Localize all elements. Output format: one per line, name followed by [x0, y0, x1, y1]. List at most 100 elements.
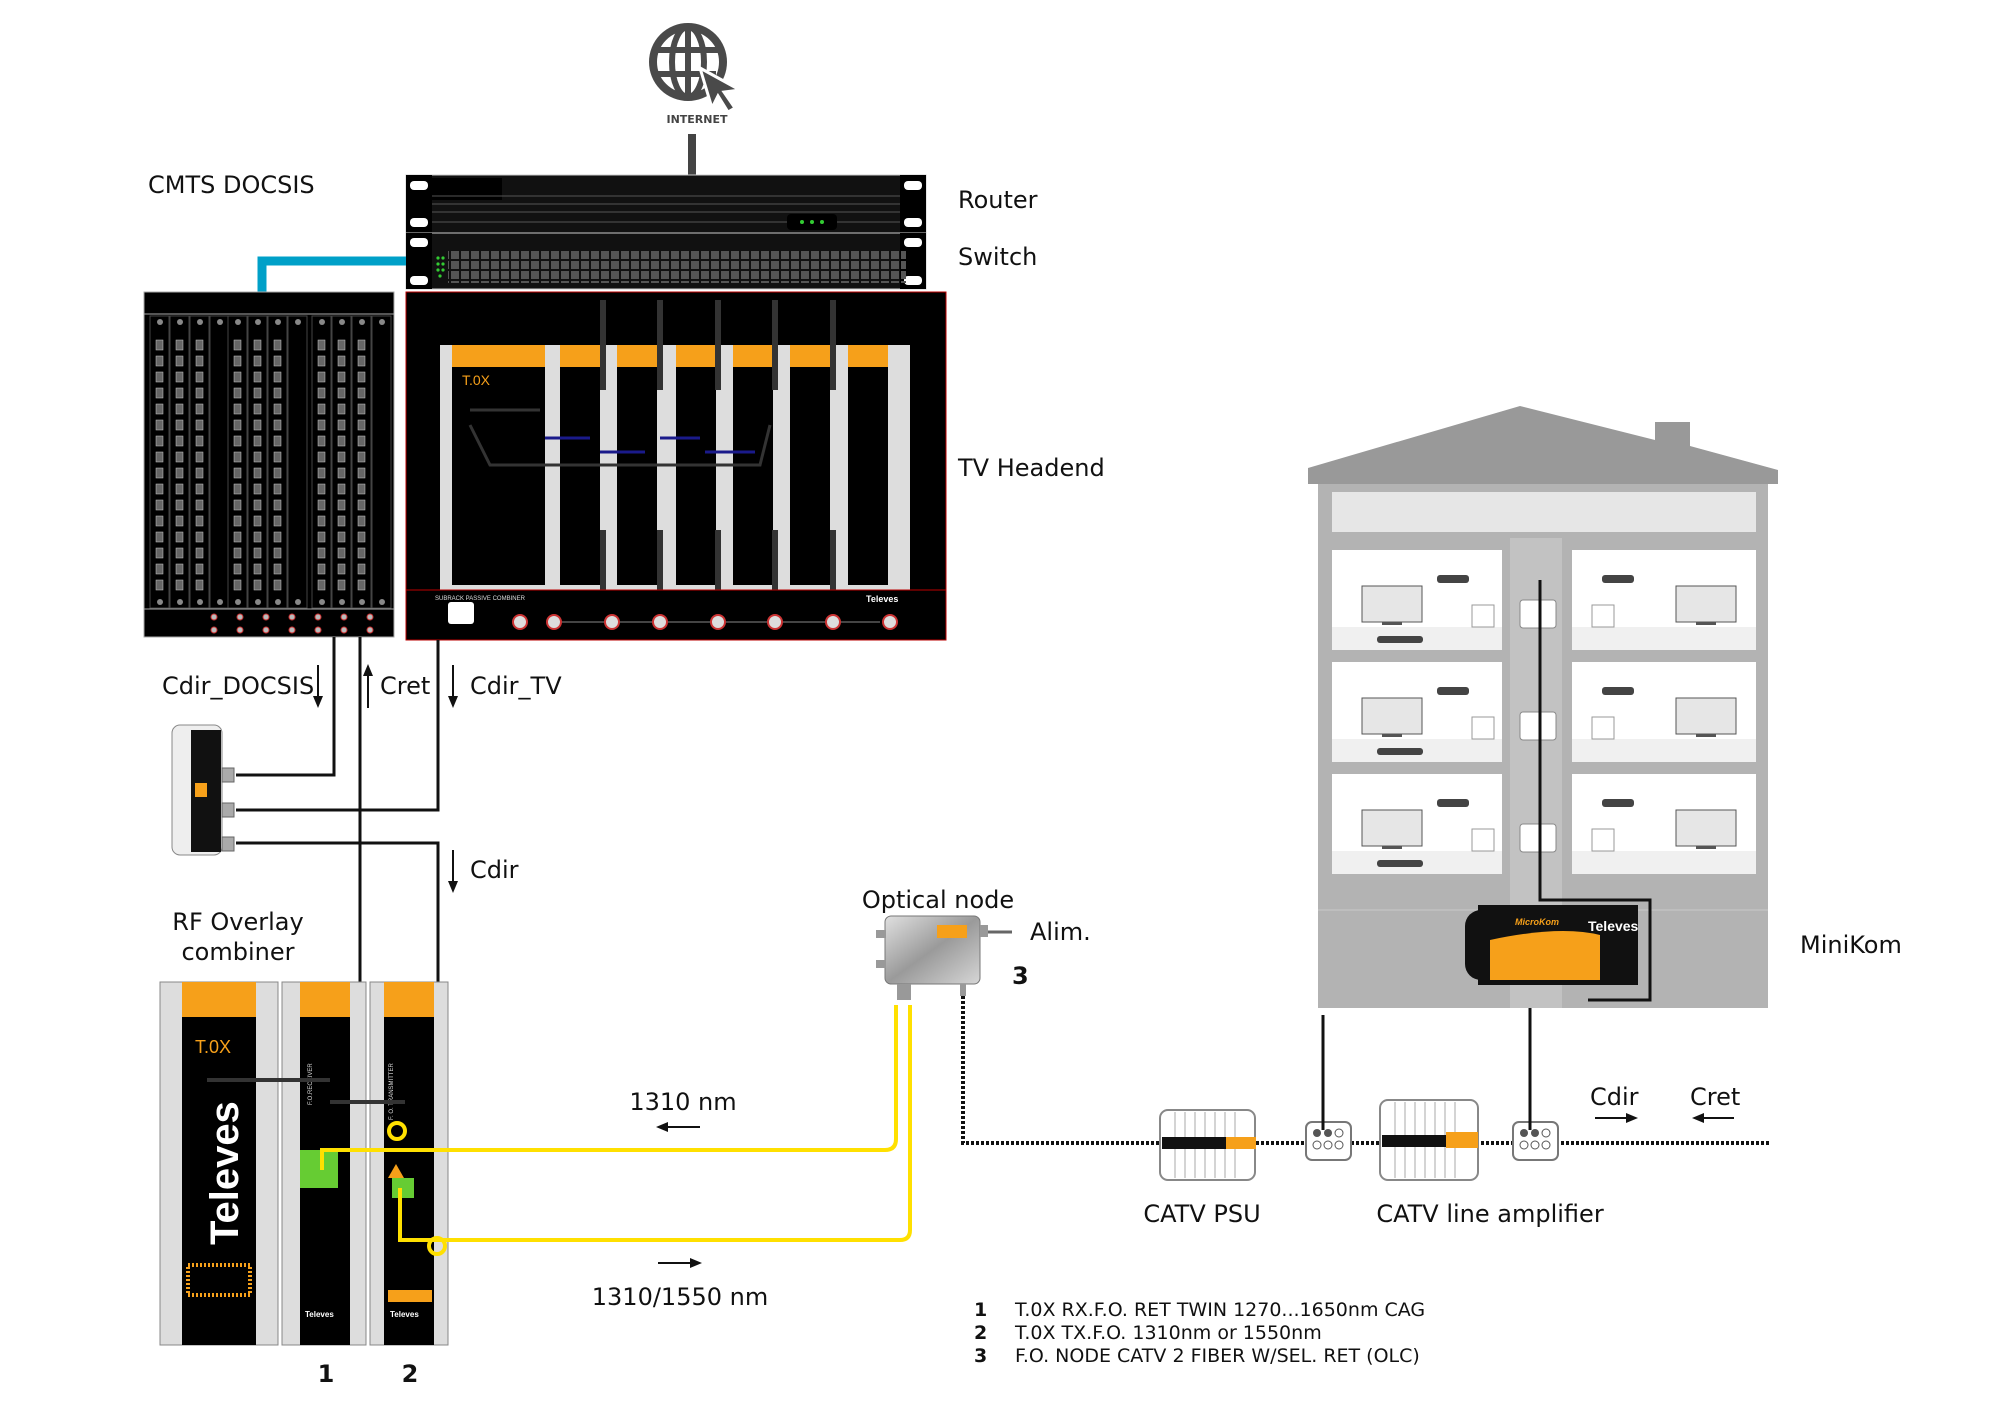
cmts-port: [195, 563, 204, 575]
cursor-icon: [697, 64, 745, 115]
cmts-port: [233, 339, 242, 351]
cmts-rf-port: [288, 626, 296, 634]
cmts-port: [233, 515, 242, 527]
tx-fiber-connector: [392, 1178, 414, 1198]
cmts-port: [337, 515, 346, 527]
cmts-port: [195, 483, 204, 495]
cmts-port: [273, 483, 282, 495]
catv-line-amplifier-device: [1379, 1099, 1479, 1181]
router-icon: [1602, 575, 1634, 583]
cmts-port: [195, 515, 204, 527]
cmts-port: [253, 547, 262, 559]
tv-headend-label: TV Headend: [957, 454, 1105, 482]
combiner-port: [710, 614, 726, 630]
cmts-label: CMTS DOCSIS: [148, 171, 315, 199]
cmts-port: [357, 339, 366, 351]
cmts-port: [317, 547, 326, 559]
cmts-port: [273, 579, 282, 591]
fiber-cables: [320, 1005, 912, 1256]
cmts-port: [357, 419, 366, 431]
cmts-port: [175, 467, 184, 479]
cmts-port: [273, 451, 282, 463]
cmts-port: [253, 419, 262, 431]
cmts-port: [155, 547, 164, 559]
router-device: [405, 174, 927, 234]
cmts-port: [357, 515, 366, 527]
microkom-brand: MicroKom: [1515, 917, 1559, 927]
cmts-port: [337, 339, 346, 351]
cmts-port: [337, 547, 346, 559]
cmts-rf-port: [366, 613, 374, 621]
rx-fiber-connector: [300, 1150, 338, 1188]
optical-node-number: 3: [1012, 962, 1029, 990]
cmts-port: [253, 499, 262, 511]
cmts-card: [287, 315, 308, 609]
riser-cable: [1538, 580, 1652, 1002]
cmts-port: [195, 547, 204, 559]
cmts-port: [273, 339, 282, 351]
cmts-port: [155, 371, 164, 383]
arrow-trunk-cdir: [1595, 1113, 1638, 1123]
combiner-brand: Televes: [866, 594, 898, 604]
tv-icon: [1361, 809, 1423, 847]
cmts-port: [175, 579, 184, 591]
router-label: Router: [958, 186, 1038, 214]
cmts-rf-port: [210, 626, 218, 634]
cmts-port: [317, 467, 326, 479]
cmts-port: [175, 515, 184, 527]
transmitter-label: F. O. TRANSMITTER: [389, 1062, 395, 1120]
cmts-port: [195, 371, 204, 383]
cmts-port: [317, 579, 326, 591]
cmts-rf-port: [340, 613, 348, 621]
cmts-port: [195, 531, 204, 543]
cmts-port: [253, 515, 262, 527]
cdir-tv-label: Cdir_TV: [470, 672, 562, 700]
cmts-port: [175, 403, 184, 415]
legend-1-text: T.0X RX.F.O. RET TWIN 1270...1650nm CAG: [1014, 1299, 1425, 1321]
cmts-port: [155, 419, 164, 431]
trunk-cdir-label: Cdir: [1590, 1083, 1639, 1111]
cmts-port: [175, 563, 184, 575]
combiner-text: SUBRACK PASSIVE COMBINER: [435, 596, 526, 602]
arrow-cdir-tv: [448, 665, 458, 708]
legend-1-number: 1: [974, 1299, 987, 1321]
router-icon: [1437, 687, 1469, 695]
cmts-port: [317, 403, 326, 415]
cmts-port: [317, 339, 326, 351]
cmts-port: [233, 355, 242, 367]
cmts-port: [357, 371, 366, 383]
cmts-rf-port: [340, 626, 348, 634]
cmts-port: [233, 403, 242, 415]
cmts-port: [357, 387, 366, 399]
module-2-number: 2: [402, 1360, 419, 1388]
cdir-label: Cdir: [470, 856, 519, 884]
wall-outlet-icon: [1591, 604, 1615, 628]
catv-psu-label: CATV PSU: [1143, 1200, 1260, 1228]
cmts-port: [233, 467, 242, 479]
cmts-port: [175, 371, 184, 383]
legend: 1 T.0X RX.F.O. RET TWIN 1270...1650nm CA…: [974, 1299, 1425, 1367]
cmts-port: [357, 563, 366, 575]
splitter-icon: [1519, 599, 1557, 629]
cmts-port: [155, 403, 164, 415]
cmts-port: [175, 355, 184, 367]
cmts-port: [357, 531, 366, 543]
cmts-rf-port: [236, 613, 244, 621]
cmts-port: [233, 499, 242, 511]
overlay-jumpers: [207, 1078, 405, 1104]
cmts-port: [337, 435, 346, 447]
optical-node-device: [876, 915, 988, 1000]
cmts-port: [337, 579, 346, 591]
tv-icon: [1361, 585, 1423, 623]
cmts-port: [273, 515, 282, 527]
module-1-number: 1: [318, 1360, 335, 1388]
cmts-port: [195, 579, 204, 591]
cmts-port: [195, 435, 204, 447]
cmts-port: [273, 435, 282, 447]
cmts-rf-port: [236, 626, 244, 634]
cmts-port: [175, 531, 184, 543]
transmitter-brand: Televes: [390, 1310, 419, 1319]
cmts-port: [253, 387, 262, 399]
cmts-port: [273, 531, 282, 543]
